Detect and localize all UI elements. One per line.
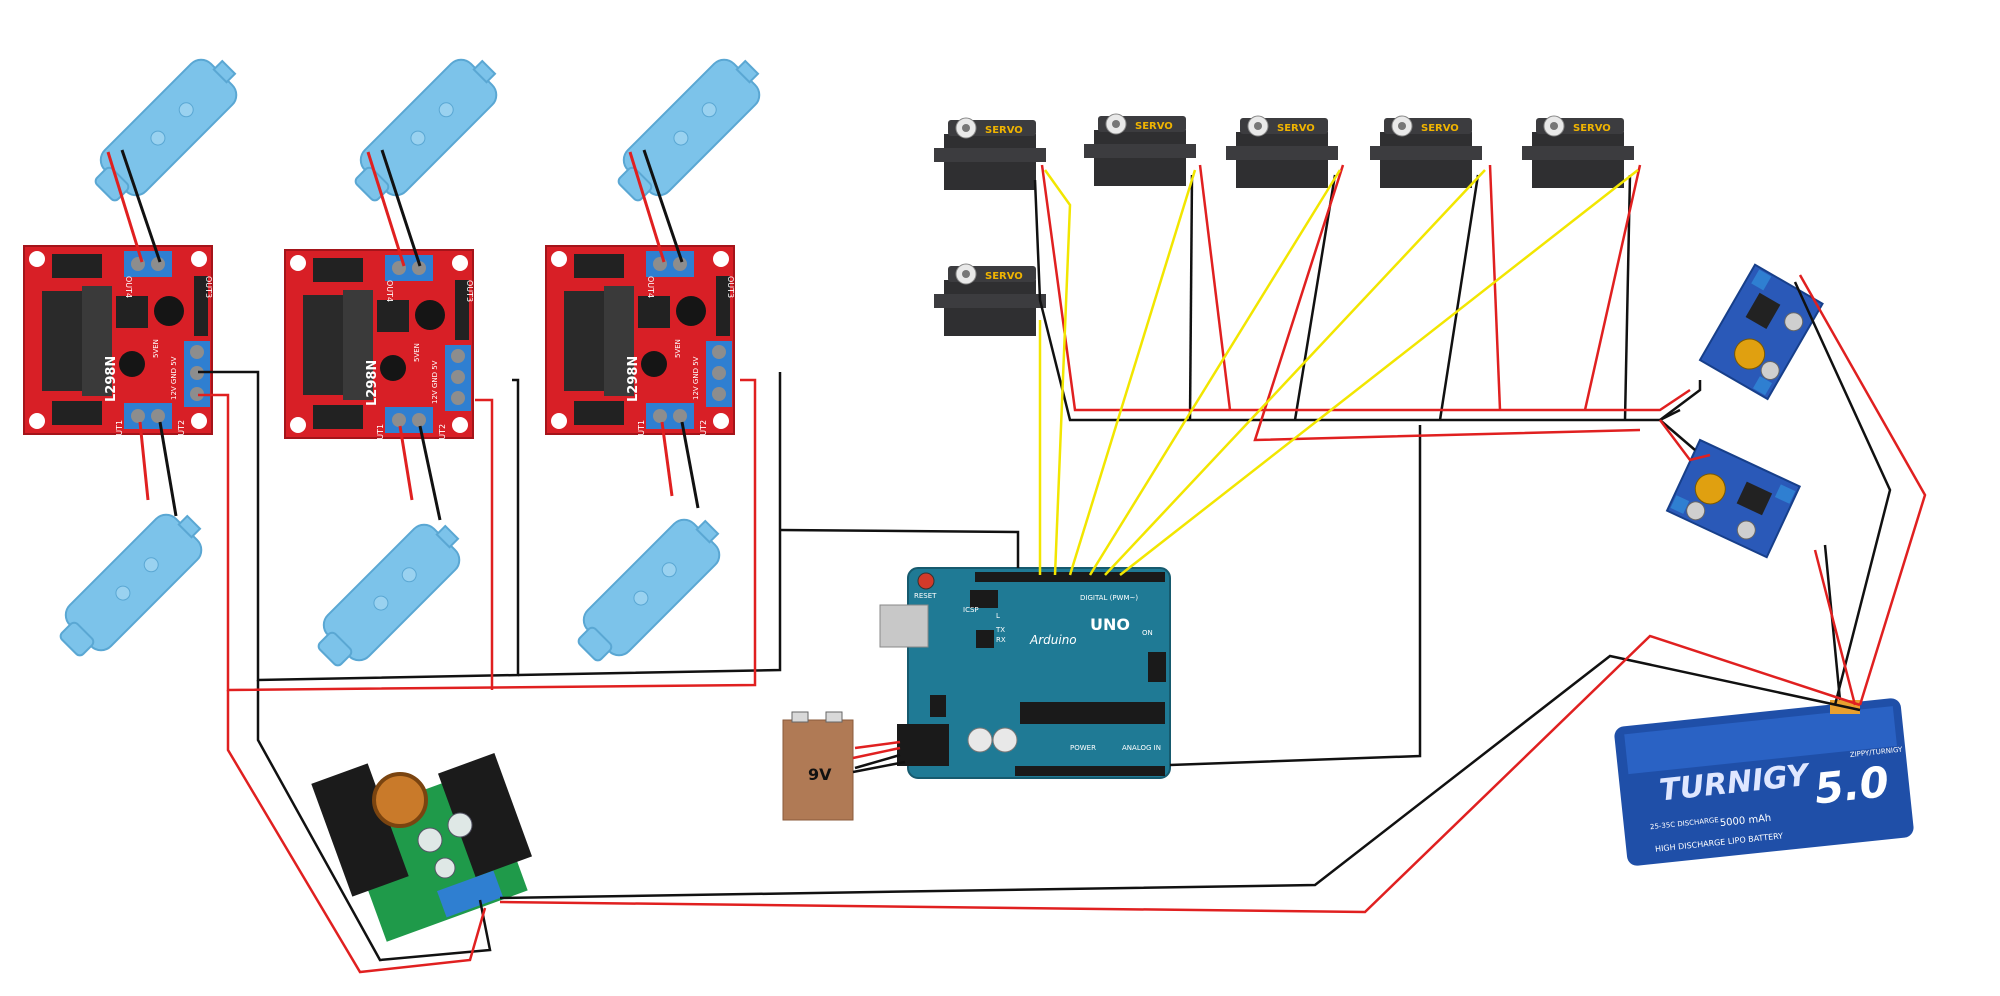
- l298n-5ven-label-3: 5VEN: [674, 339, 682, 358]
- l298n-out2-label-2: OUT2: [438, 424, 447, 446]
- arduino-digital-label: DIGITAL (PWM~): [1080, 594, 1138, 602]
- buck-converter-1: [1699, 263, 1824, 400]
- servo-label-5: SERVO: [1573, 123, 1611, 134]
- l298n-out2-label-3: OUT2: [699, 420, 708, 442]
- l298n-out4-label-2: OUT4: [385, 280, 394, 302]
- step-down-module: [311, 753, 533, 942]
- l298n-out3-label-2: OUT3: [465, 280, 474, 302]
- dc-motor-5: [305, 510, 474, 679]
- arduino-l-label: L: [996, 612, 1000, 620]
- l298n-out1-label-2: OUT1: [376, 424, 385, 446]
- servo-label-3: SERVO: [1277, 123, 1315, 134]
- dc-motor-4: [47, 500, 216, 669]
- l298n-out3-label-1: OUT3: [204, 276, 213, 298]
- arduino-power-label: POWER: [1070, 744, 1096, 752]
- dc-motor-6: [565, 505, 734, 674]
- dc-motor-1: [82, 45, 251, 214]
- servo-label-4: SERVO: [1421, 123, 1459, 134]
- l298n-board-3: [545, 245, 735, 435]
- wires-red: [198, 164, 1927, 974]
- lipo-mah-label: 5000 mAh: [1719, 813, 1771, 829]
- arduino-tx-label: TX: [995, 626, 1005, 634]
- l298n-chip-label-3: L298N: [626, 356, 641, 402]
- dc-motor-3: [605, 45, 774, 214]
- l298n-out1-label-1: OUT1: [115, 420, 124, 442]
- l298n-board-1: [23, 245, 213, 435]
- dc-motor-2: [342, 45, 511, 214]
- arduino-reset-label: RESET: [914, 592, 937, 600]
- l298n-5ven-label-2: 5VEN: [413, 343, 421, 362]
- l298n-power-label-1: 12V GND 5V: [170, 356, 178, 400]
- l298n-power-label-2: 12V GND 5V: [431, 360, 439, 404]
- arduino-rx-label: RX: [996, 636, 1006, 644]
- l298n-power-label-3: 12V GND 5V: [692, 356, 700, 400]
- nine-volt-label: 9V: [808, 765, 832, 784]
- lipo-capacity-label: 5.0: [1812, 757, 1891, 814]
- l298n-out4-label-1: OUT4: [124, 276, 133, 298]
- arduino-on-label: ON: [1142, 629, 1153, 637]
- servo-label-1: SERVO: [985, 125, 1023, 136]
- servo-label-6: SERVO: [985, 271, 1023, 282]
- l298n-chip-label-1: L298N: [104, 356, 119, 402]
- l298n-board-2: [284, 249, 474, 439]
- nine-volt-battery: [782, 711, 854, 821]
- l298n-5ven-label-1: 5VEN: [152, 339, 160, 358]
- l298n-out4-label-3: OUT4: [646, 276, 655, 298]
- motor-leads: [106, 149, 700, 521]
- l298n-out1-label-3: OUT1: [637, 420, 646, 442]
- arduino-uno-board: [879, 567, 1171, 779]
- l298n-chip-label-2: L298N: [365, 360, 380, 406]
- l298n-out2-label-1: OUT2: [177, 420, 186, 442]
- l298n-out3-label-3: OUT3: [726, 276, 735, 298]
- wires-yellow: [1038, 169, 1639, 576]
- nine-volt-leads: [852, 746, 906, 774]
- arduino-uno-label: UNO: [1090, 615, 1130, 634]
- arduino-icsp-label: ICSP: [963, 606, 979, 614]
- arduino-analog-label: ANALOG IN: [1122, 744, 1161, 752]
- wires-black: [198, 174, 1892, 962]
- servo-label-2: SERVO: [1135, 121, 1173, 132]
- arduino-logo: Arduino: [1029, 633, 1077, 647]
